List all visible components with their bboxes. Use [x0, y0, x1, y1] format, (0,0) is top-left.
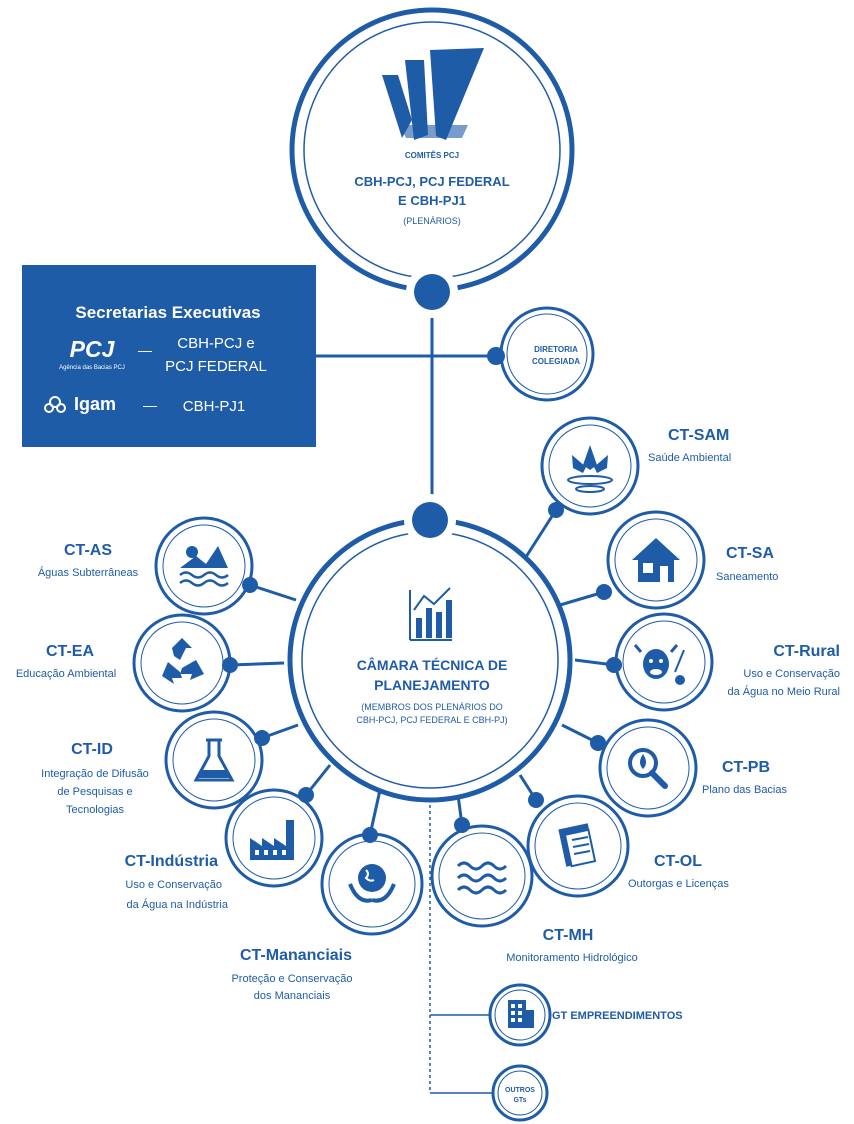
top-connector-dot [414, 274, 450, 310]
outros-gts-label-2: GTs [513, 1097, 526, 1104]
spoke-ct-ea [229, 661, 285, 667]
diretoria-label-1: DIRETORIA [534, 345, 578, 354]
ct-sa-code: CT-SA [726, 545, 774, 562]
label-ct-rural: CT-Rural Uso e Conservação da Água no Me… [727, 643, 840, 698]
ct-as-desc: Águas Subterrâneas [38, 566, 139, 579]
camara-planejamento-node[interactable]: CÂMARA TÉCNICA DE PLANEJAMENTO (MEMBROS … [287, 517, 573, 803]
ct-id-desc-3: Tecnologias [66, 804, 125, 816]
ct-ol-node[interactable] [526, 792, 630, 898]
pcj-label-2: PCJ FEDERAL [165, 358, 267, 375]
ct-rural-desc-2: da Água no Meio Rural [727, 685, 840, 698]
comites-pcj-logo-icon [382, 48, 484, 140]
lotus-icon [567, 445, 613, 493]
ct-rural-code: CT-Rural [773, 643, 840, 660]
center-sub-1: (MEMBROS DOS PLENÁRIOS DO [361, 702, 503, 712]
pcj-logo-caption: Agência das Bacias PCJ [59, 365, 125, 371]
plenarios-node[interactable]: COMITÊS PCJ CBH-PCJ, PCJ FEDERAL E CBH-P… [289, 7, 575, 293]
ct-id-code: CT-ID [71, 741, 113, 758]
flask-icon [193, 738, 235, 782]
secretarias-title: Secretarias Executivas [75, 303, 260, 322]
ct-industria-desc-2: da Água na Indústria [126, 898, 228, 911]
spoke-ct-as [249, 583, 297, 602]
label-ct-mananciais: CT-Mananciais Proteção e Conservação dos… [231, 947, 352, 1002]
center-title-2: PLANEJAMENTO [374, 677, 490, 693]
ct-pb-code: CT-PB [722, 759, 770, 776]
ct-industria-desc-1: Uso e Conservação [125, 879, 222, 891]
ct-sam-node[interactable] [540, 416, 640, 518]
document-icon [558, 823, 597, 868]
ct-mananciais-code: CT-Mananciais [240, 947, 352, 964]
igam-dash: — [143, 397, 157, 413]
pcj-label-1: CBH-PCJ e [177, 335, 255, 352]
ct-pb-node[interactable] [590, 718, 698, 818]
recycle-icon [162, 638, 204, 684]
ct-mh-code: CT-MH [543, 927, 594, 944]
ct-ol-desc: Outorgas e Licenças [628, 878, 729, 890]
diretoria-label-2: COLEGIADA [532, 357, 580, 366]
outros-gts-node[interactable]: OUTROS GTs [491, 1064, 549, 1122]
ct-id-node[interactable] [164, 710, 270, 810]
ct-id-desc-2: de Pesquisas e [57, 786, 132, 798]
ct-ea-node[interactable] [132, 613, 238, 713]
ct-as-node[interactable] [154, 516, 258, 616]
magnifier-drop-icon [628, 748, 668, 789]
factory-icon [250, 820, 294, 860]
label-ct-id: CT-ID Integração de Difusão de Pesquisas… [41, 741, 149, 816]
groundwater-icon [179, 546, 229, 587]
gt-empreendimentos-label: GT EMPREENDIMENTOS [552, 1010, 683, 1022]
ct-sa-node[interactable] [596, 510, 706, 610]
ct-pb-desc: Plano das Bacias [702, 784, 787, 796]
ct-mh-node[interactable] [430, 817, 534, 928]
ct-ea-code: CT-EA [46, 643, 94, 660]
house-icon [632, 538, 680, 582]
bar-chart-icon [409, 587, 452, 641]
waves-icon [456, 861, 508, 895]
diretoria-node[interactable]: DIRETORIA COLEGIADA [487, 306, 595, 402]
ct-rural-desc-1: Uso e Conservação [743, 668, 840, 680]
igam-logo: Igam [74, 394, 116, 414]
ct-sa-desc: Saneamento [716, 571, 778, 583]
ct-rural-node[interactable] [606, 612, 714, 712]
ct-industria-code: CT-Indústria [125, 853, 218, 870]
pcj-logo-icon: PCJ [70, 336, 116, 362]
label-ct-sa: CT-SA Saneamento [716, 545, 778, 583]
ct-as-code: CT-AS [64, 542, 112, 559]
gt-empreendimentos-node[interactable]: GT EMPREENDIMENTOS [488, 983, 683, 1047]
ct-industria-node[interactable] [224, 787, 324, 888]
plenarios-subtitle: (PLENÁRIOS) [403, 216, 461, 226]
secretarias-box: Secretarias Executivas PCJ Agência das B… [22, 265, 316, 447]
label-ct-industria: CT-Indústria Uso e Conservação da Água n… [125, 853, 229, 911]
igam-label: CBH-PJ1 [183, 398, 246, 415]
center-title-1: CÂMARA TÉCNICA DE [357, 656, 508, 673]
label-ct-sam: CT-SAM Saúde Ambiental [648, 427, 731, 464]
ct-ol-code: CT-OL [654, 853, 702, 870]
center-connector-dot [412, 502, 448, 538]
plenarios-title-2: E CBH-PJ1 [398, 193, 466, 208]
ct-sam-code: CT-SAM [668, 427, 729, 444]
plenarios-title-1: CBH-PCJ, PCJ FEDERAL [354, 174, 509, 189]
center-sub-2: CBH-PCJ, PCJ FEDERAL E CBH-PJ) [356, 715, 507, 725]
ct-mananciais-node[interactable] [320, 827, 424, 936]
ct-mananciais-desc-1: Proteção e Conservação [231, 973, 352, 985]
label-ct-pb: CT-PB Plano das Bacias [702, 759, 787, 796]
outros-gts-label-1: OUTROS [505, 1087, 535, 1094]
label-ct-mh: CT-MH Monitoramento Hidrológico [506, 927, 637, 964]
igam-logo-icon [44, 396, 66, 413]
cow-icon [633, 644, 685, 685]
label-ct-ea: CT-EA Educação Ambiental [16, 643, 116, 680]
label-ct-ol: CT-OL Outorgas e Licenças [628, 853, 729, 890]
label-ct-as: CT-AS Águas Subterrâneas [38, 542, 139, 579]
pcj-dash: — [138, 342, 152, 358]
ct-id-desc-1: Integração de Difusão [41, 768, 149, 780]
ct-sam-desc: Saúde Ambiental [648, 452, 731, 464]
spoke-ct-sam [522, 509, 558, 561]
ct-mh-desc: Monitoramento Hidrológico [506, 952, 637, 964]
globe-hands-icon [348, 864, 396, 903]
building-icon [508, 1000, 534, 1028]
ct-ea-desc: Educação Ambiental [16, 668, 116, 680]
comites-caption: COMITÊS PCJ [405, 151, 459, 160]
ct-mananciais-desc-2: dos Mananciais [254, 990, 331, 1002]
